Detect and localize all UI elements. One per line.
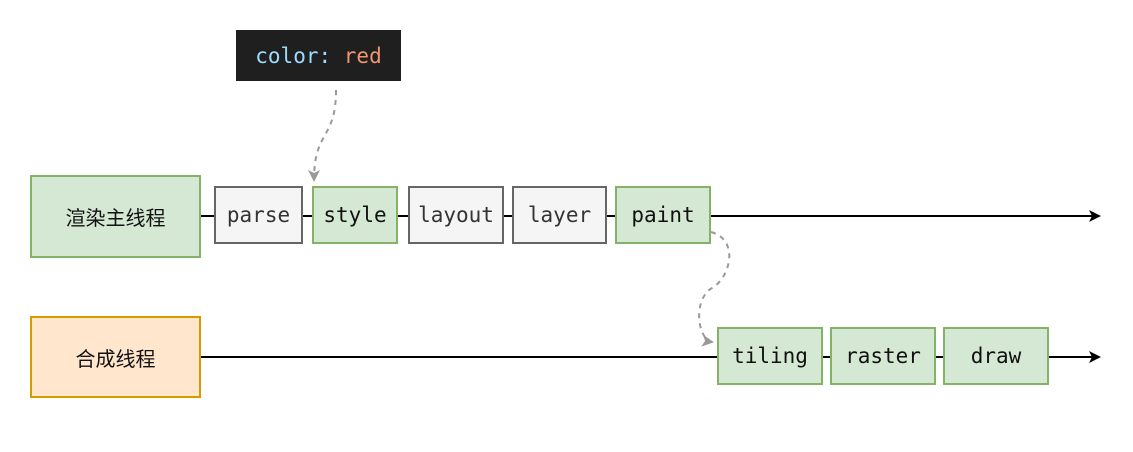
step-raster: raster bbox=[830, 327, 936, 385]
paint-to-tiling-connector bbox=[698, 231, 731, 347]
step-tiling: tiling bbox=[717, 327, 823, 385]
code-to-style-connector bbox=[308, 89, 337, 182]
main-thread-lane-label: 渲染主线程 bbox=[30, 175, 201, 258]
step-parse: parse bbox=[214, 186, 303, 244]
code-snippet-tooltip: color: red bbox=[236, 30, 401, 81]
step-draw: draw bbox=[943, 327, 1049, 385]
code-value: red bbox=[343, 43, 382, 68]
code-colon: : bbox=[318, 43, 344, 68]
step-paint: paint bbox=[615, 186, 711, 244]
compositor-thread-lane-label: 合成线程 bbox=[30, 316, 201, 398]
step-layer: layer bbox=[512, 186, 607, 244]
step-layout: layout bbox=[408, 186, 504, 244]
code-property: color bbox=[255, 43, 319, 68]
step-style: style bbox=[312, 186, 398, 244]
